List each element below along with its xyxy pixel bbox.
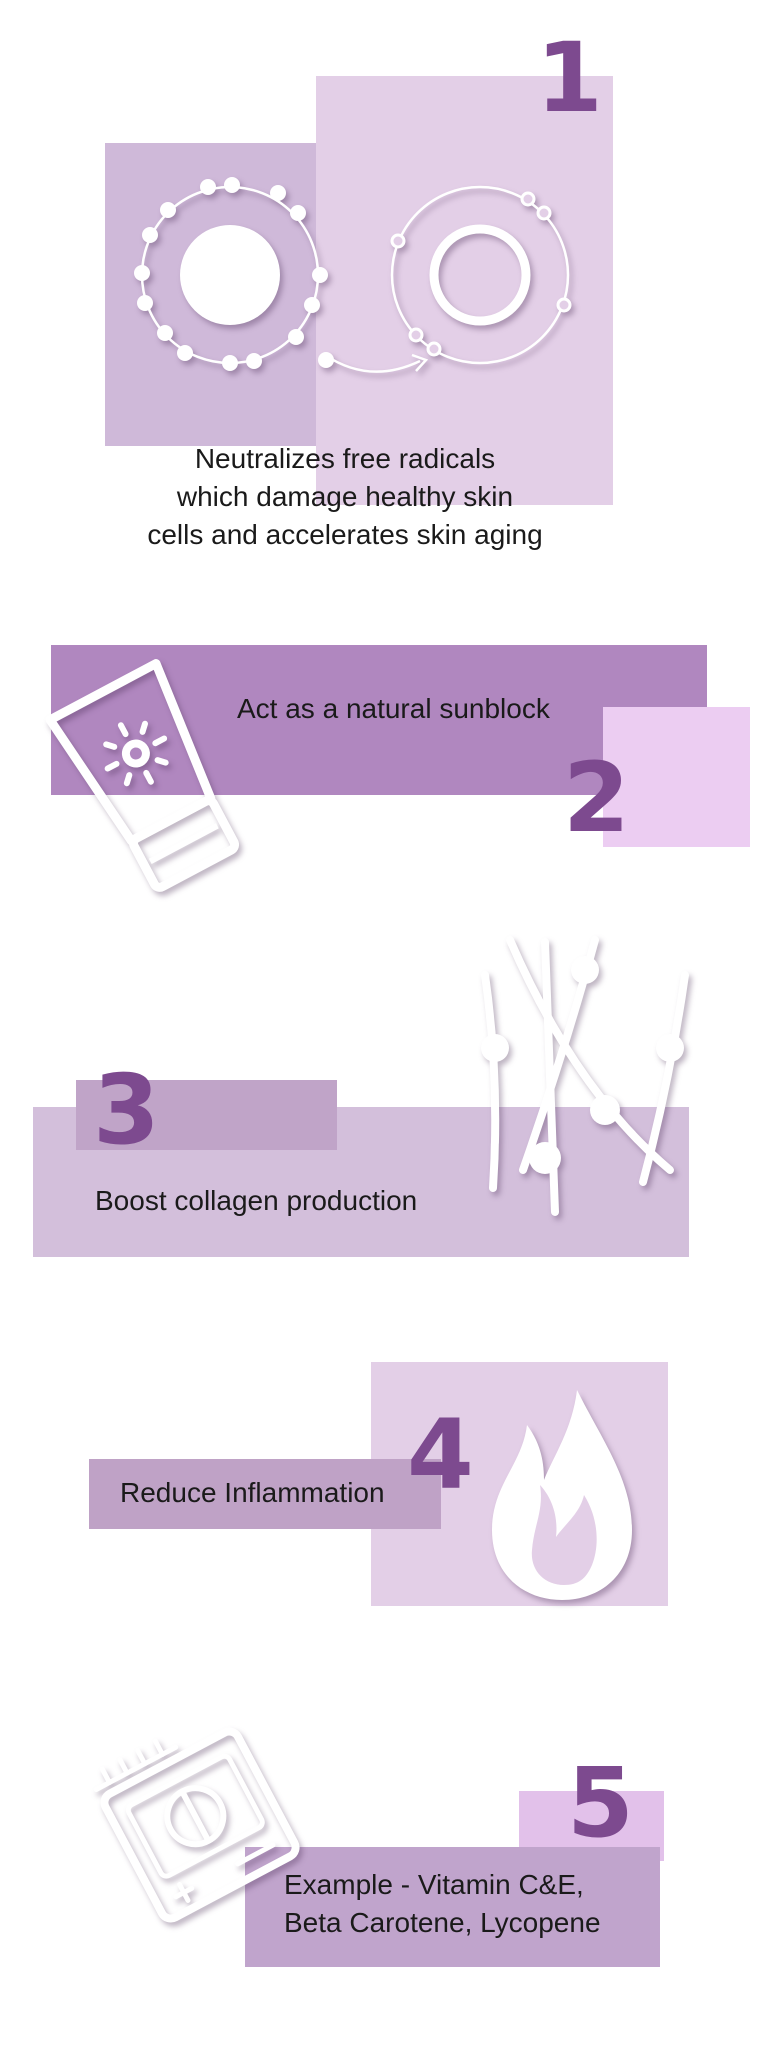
step-2-number: 2 bbox=[563, 742, 630, 854]
step-1-text: Neutralizes free radicals which damage h… bbox=[147, 443, 543, 550]
step-3-text: Boost collagen production bbox=[95, 1185, 418, 1216]
step-1-front-box bbox=[316, 76, 613, 505]
step-2: 2 Act as a natural sunblock bbox=[0, 600, 758, 930]
step-1: 1 Neutralizes free radicals which damage… bbox=[0, 0, 758, 600]
step-5-band bbox=[245, 1847, 660, 1967]
step-3-number: 3 bbox=[93, 1054, 160, 1166]
sunscreen-tube-icon bbox=[45, 659, 240, 892]
step-3: 3 Boost collagen production bbox=[0, 930, 758, 1310]
flame-icon bbox=[492, 1390, 632, 1600]
step-2-text: Act as a natural sunblock bbox=[237, 693, 550, 724]
step-4-band bbox=[89, 1459, 441, 1529]
step-5-text: Example - Vitamin C&E, Beta Carotene, Ly… bbox=[284, 1869, 601, 1938]
supplement-pills-icon bbox=[93, 1727, 300, 1923]
step-5-number: 5 bbox=[567, 1747, 634, 1859]
step-1-number: 1 bbox=[536, 22, 603, 134]
step-5: 5 Example - Vitamin C&E, Beta Carotene, … bbox=[0, 1690, 758, 2048]
step-4-text: Reduce Inflammation bbox=[120, 1477, 385, 1508]
free-radical-molecule-icon bbox=[134, 177, 572, 373]
step-2-accent-box bbox=[603, 707, 750, 847]
collagen-fibers-icon bbox=[481, 936, 689, 1216]
step-4-number: 4 bbox=[407, 1399, 474, 1511]
step-3-tab bbox=[76, 1080, 337, 1150]
step-4: 4 Reduce Inflammation bbox=[0, 1310, 758, 1690]
